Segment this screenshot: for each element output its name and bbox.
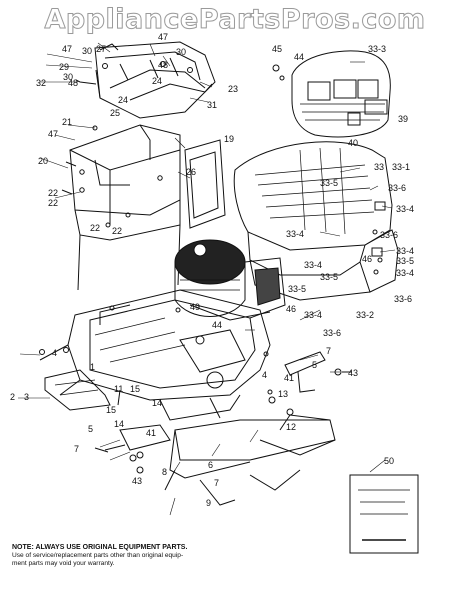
hood-frame-support [61, 124, 181, 291]
label-7a: 7 [326, 346, 331, 356]
label-29: 29 [59, 62, 69, 72]
label-44: 44 [294, 52, 304, 62]
label-17: 47 [48, 129, 58, 139]
label-32: 32 [36, 78, 46, 88]
label-48b: 48 [158, 60, 168, 70]
part-labels: 47 30 29 30 32 48 27 47 30 48 24 24 23 3… [10, 32, 414, 508]
label-24b: 24 [118, 95, 128, 105]
label-24a: 24 [152, 76, 162, 86]
label-14b: 14 [114, 419, 124, 429]
label-46b: 46 [286, 304, 296, 314]
front-axle-assembly [94, 396, 336, 506]
label-11: 11 [114, 384, 123, 394]
label-41a: 41 [284, 373, 294, 383]
label-33-4c: 33-4 [396, 246, 414, 256]
label-4a: 4 [52, 348, 57, 358]
frame-chassis [39, 289, 271, 421]
label-22c: 22 [90, 223, 100, 233]
label-44b: 44 [212, 320, 222, 330]
side-panel [184, 139, 226, 229]
label-2: 2 [10, 392, 15, 402]
label-39: 39 [398, 114, 408, 124]
engine [174, 239, 286, 321]
label-48a: 48 [68, 78, 78, 88]
label-33-4b: 33-4 [286, 229, 304, 239]
label-22a: 22 [48, 188, 58, 198]
label-49: 49 [190, 302, 200, 312]
label-50: 50 [384, 456, 394, 466]
label-9: 9 [206, 498, 211, 508]
label-23: 23 [228, 84, 238, 94]
label-5b: 5 [88, 424, 93, 434]
label-31: 31 [207, 100, 217, 110]
fasteners [39, 64, 383, 474]
label-33-5c: 33-5 [320, 272, 338, 282]
label-30a: 30 [82, 46, 92, 56]
label-15b: 15 [106, 405, 116, 415]
label-47a: 47 [62, 44, 72, 54]
label-33-2: 33-2 [356, 310, 374, 320]
label-33-5d: 33-5 [288, 284, 306, 294]
label-4b: 4 [262, 370, 267, 380]
label-47b: 47 [158, 32, 168, 42]
pedal-bracket [284, 351, 352, 393]
label-30b: 30 [63, 72, 73, 82]
label-21: 21 [62, 117, 72, 127]
label-33-1: 33-1 [392, 162, 410, 172]
label-12: 12 [286, 422, 296, 432]
label-27: 27 [96, 44, 106, 54]
label-33-6b: 33-6 [380, 230, 398, 240]
watermark-text: AppliancePartsPros.com [44, 4, 426, 36]
label-33-4d: 33-4 [304, 260, 322, 270]
label-3: 3 [24, 392, 29, 402]
label-7b: 7 [74, 444, 79, 454]
leader-lines [18, 42, 396, 516]
label-13: 13 [278, 389, 288, 399]
label-45: 45 [272, 44, 282, 54]
label-22b: 22 [48, 198, 58, 208]
label-7c: 7 [214, 478, 219, 488]
label-33-4a: 33-4 [396, 204, 414, 214]
dash-bracket-assembly [75, 41, 216, 119]
label-33-3: 33-3 [368, 44, 386, 54]
label-41b: 41 [146, 428, 156, 438]
label-40: 40 [348, 138, 358, 148]
label-26: 26 [186, 167, 196, 177]
note-heading: NOTE: ALWAYS USE ORIGINAL EQUIPMENT PART… [12, 544, 188, 551]
label-22d: 22 [112, 226, 122, 236]
label-14a: 14 [152, 398, 162, 408]
note-body-line2: ment parts may void your warranty. [12, 560, 115, 568]
front-bumper-plate [44, 369, 111, 411]
warranty-note: NOTE: ALWAYS USE ORIGINAL EQUIPMENT PART… [12, 544, 262, 569]
label-33: 33 [374, 162, 384, 172]
decal-sheet [349, 474, 419, 554]
label-19: 19 [224, 134, 234, 144]
label-25: 25 [110, 108, 120, 118]
label-33-6a: 33-6 [388, 183, 406, 193]
label-30c: 30 [176, 47, 186, 57]
label-33-5a: 33-5 [320, 178, 338, 188]
label-43a: 43 [348, 368, 358, 378]
label-46a: 46 [362, 254, 372, 264]
label-20: 20 [38, 156, 48, 166]
label-33-6d: 33-6 [323, 328, 341, 338]
grille-front [291, 50, 391, 138]
label-33-5b: 33-5 [396, 256, 414, 266]
label-15a: 15 [130, 384, 140, 394]
label-5a: 5 [312, 360, 317, 370]
label-33-4f: 33-4 [304, 310, 322, 320]
note-body-line1: Use of service/replacement parts other t… [12, 552, 184, 560]
label-33-4e: 33-4 [396, 268, 414, 278]
label-43b: 43 [132, 476, 142, 486]
label-8: 8 [162, 467, 167, 477]
label-6: 6 [208, 460, 213, 470]
label-1: 1 [90, 362, 95, 372]
label-33-6c: 33-6 [394, 294, 412, 304]
